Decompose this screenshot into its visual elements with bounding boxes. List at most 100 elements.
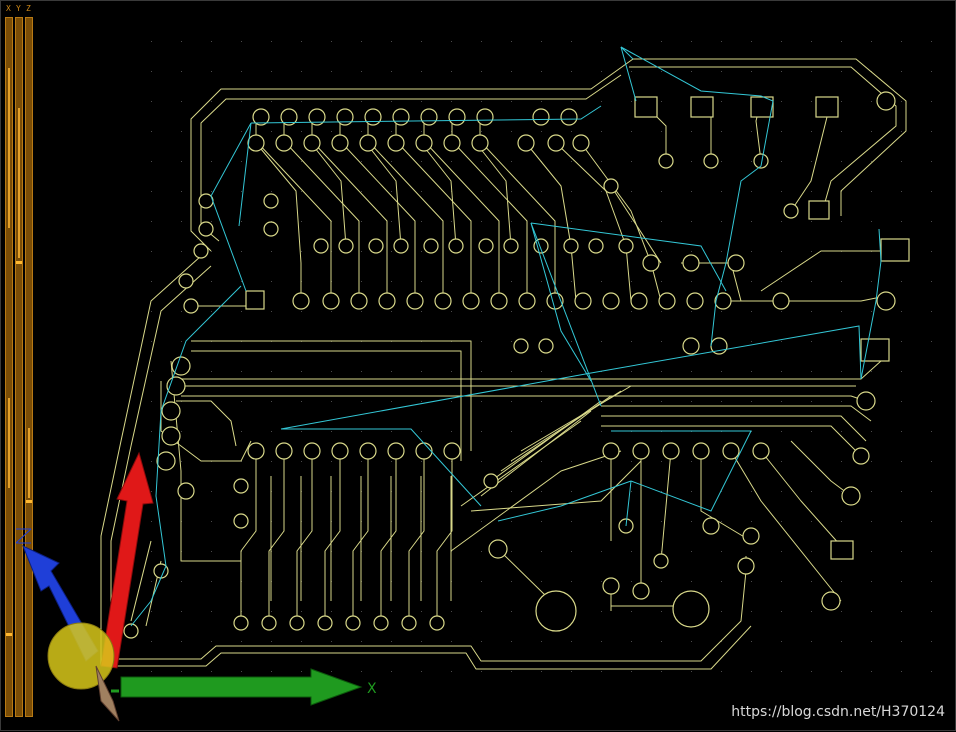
grid-dot (151, 131, 152, 132)
grid-dot (181, 431, 182, 432)
grid-dot (451, 671, 452, 672)
grid-dot (451, 41, 452, 42)
grid-dot (571, 131, 572, 132)
grid-dot (781, 101, 782, 102)
x-slider-thumb[interactable] (6, 633, 12, 636)
grid-dot (721, 131, 722, 132)
grid-dot (781, 551, 782, 552)
grid-dot (781, 251, 782, 252)
grid-dot (811, 191, 812, 192)
grid-dot (301, 431, 302, 432)
grid-dot (541, 191, 542, 192)
grid-dot (601, 611, 602, 612)
grid-dot (811, 251, 812, 252)
grid-dot (781, 671, 782, 672)
grid-dot (511, 101, 512, 102)
grid-dot (781, 281, 782, 282)
grid-dot (601, 311, 602, 312)
grid-dot (181, 41, 182, 42)
grid-dot (871, 101, 872, 102)
grid-dot (481, 401, 482, 402)
grid-dot (841, 371, 842, 372)
grid-dot (541, 311, 542, 312)
grid-dot (301, 161, 302, 162)
z-axis-slider[interactable] (25, 17, 33, 717)
grid-dot (541, 71, 542, 72)
grid-dot (421, 401, 422, 402)
grid-dot (931, 251, 932, 252)
grid-dot (811, 101, 812, 102)
grid-dot (151, 221, 152, 222)
grid-dot (901, 41, 902, 42)
grid-dot (931, 41, 932, 42)
grid-dot (361, 161, 362, 162)
grid-dot (301, 311, 302, 312)
x-axis-label: X (6, 4, 11, 13)
grid-dot (361, 311, 362, 312)
grid-dot (901, 101, 902, 102)
y-axis-arrow-icon[interactable] (100, 451, 154, 669)
grid-dot (481, 71, 482, 72)
grid-dot (361, 371, 362, 372)
grid-dot (601, 281, 602, 282)
grid-dot (151, 401, 152, 402)
grid-dot (541, 461, 542, 462)
grid-dot (871, 581, 872, 582)
grid-dot (481, 461, 482, 462)
grid-dot (841, 641, 842, 642)
grid-dot (901, 71, 902, 72)
grid-dot (241, 41, 242, 42)
grid-dot (451, 221, 452, 222)
y-axis-slider[interactable] (15, 17, 23, 717)
grid-dot (601, 191, 602, 192)
grid-dots (151, 41, 932, 672)
copper-traces (100, 58, 907, 670)
grid-dot (811, 311, 812, 312)
grid-dot (751, 41, 752, 42)
x-axis-slider[interactable] (5, 17, 13, 717)
grid-dot (811, 161, 812, 162)
grid-dot (691, 311, 692, 312)
grid-dot (721, 191, 722, 192)
grid-dot (271, 311, 272, 312)
grid-dot (421, 371, 422, 372)
grid-dot (541, 641, 542, 642)
x-axis-gizmo-label: X (367, 681, 377, 697)
grid-dot (211, 311, 212, 312)
grid-dot (751, 581, 752, 582)
grid-dot (721, 401, 722, 402)
grid-dot (661, 371, 662, 372)
grid-dot (631, 461, 632, 462)
grid-dot (241, 431, 242, 432)
grid-dot (631, 101, 632, 102)
grid-dot (301, 131, 302, 132)
y-axis-label: Y (16, 4, 21, 13)
x-axis-arrow-icon[interactable] (120, 668, 363, 706)
grid-dot (691, 521, 692, 522)
grid-dot (721, 71, 722, 72)
grid-dot (871, 611, 872, 612)
grid-dot (301, 671, 302, 672)
grid-dot (571, 521, 572, 522)
grid-dot (361, 461, 362, 462)
grid-dot (511, 131, 512, 132)
grid-dot (661, 101, 662, 102)
watermark: https://blog.csdn.net/H370124 (731, 704, 945, 720)
origin-sphere-icon[interactable] (47, 622, 115, 690)
grid-dot (181, 251, 182, 252)
grid-dot (481, 371, 482, 372)
grid-dot (751, 191, 752, 192)
grid-dot (421, 131, 422, 132)
grid-dot (301, 641, 302, 642)
grid-dot (211, 131, 212, 132)
axis-gizmo[interactable]: X (15, 451, 377, 722)
y-slider-thumb[interactable] (16, 261, 22, 264)
grid-dot (631, 311, 632, 312)
grid-dot (391, 401, 392, 402)
grid-dot (271, 191, 272, 192)
grid-dot (841, 581, 842, 582)
z-slider-thumb[interactable] (26, 500, 32, 503)
grid-dot (511, 71, 512, 72)
